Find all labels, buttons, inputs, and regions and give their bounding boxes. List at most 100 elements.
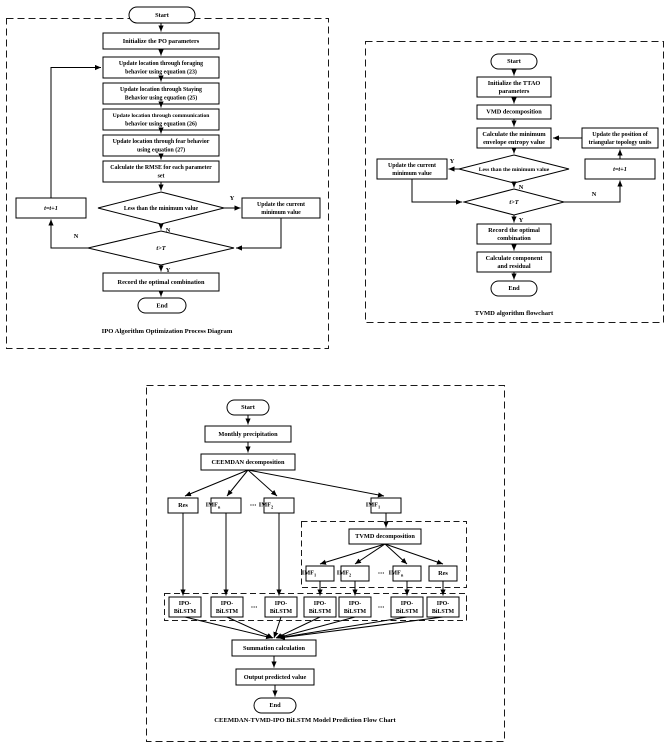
model-ceemdan-out-0-label: Res [178,502,188,509]
ipo-staying-label-line2: Behavior using equation (25) [125,94,197,101]
ipo-foraging-label-line2: behavior using equation (23) [125,68,197,75]
tvmd-initialize-label-line1: Initialize the TTAO [488,80,541,87]
ipo-communication-label-line2: behavior using equation (26) [125,120,197,127]
ipo-end-label: End [156,302,168,309]
tvmd-edge-label-y-iter: Y [519,217,524,224]
model-edge-ceemdan-out-3 [247,469,278,497]
ipo-initialize-label: Initialize the PO parameters [123,38,200,45]
tvmd-decision-less-than-minimum-label: Less than the minimum value [479,167,550,173]
model-output-label: Output predicted value [244,674,307,681]
tvmd-end-label: End [508,285,520,292]
tvmd-panel-caption: TVMD algorithm flowchart [475,310,554,317]
model-tvmd-out-0-label: IMF1 [302,570,316,578]
model-tvmd-out-4-label: Res [438,570,448,577]
tvmd-edge-label-n-min: N [519,184,524,191]
model-ceemdan-label: CEEMDAN decomposition [212,459,285,466]
model-predictor-0-label-line1: IPO- [179,601,191,607]
ipo-update-minimum-label-line1: Update the current [257,202,305,208]
model-predictor-6-label-line1: IPO- [437,601,449,607]
tvmd-update-minimum-label-line1: Update the current [388,163,436,169]
tvmd-iteration-counter-label: t=t+1 [613,166,627,173]
ipo-edge-label-n-iter: N [74,233,79,240]
ipo-start-label: Start [155,12,170,19]
model-edge-predictor4-summation [276,616,356,639]
model-predictor-1-label-line1: IPO- [221,601,233,607]
model-edge-predictor2-summation [273,616,282,639]
ipo-rmse-label-line1: Calculate the RMSE for each parameter [110,165,212,171]
ipo-edge-label-y-min: Y [230,195,235,202]
model-ceemdan-output-row: Res IMFn ⋯ IMF2 IMF1 [167,497,402,514]
model-edge-predictor6-summation [278,616,444,640]
panel-tvmd-algorithm: Start Initialize the TTAO parameters VMD… [365,41,664,323]
model-tvmd-inner-dashed-border [301,521,467,588]
model-predictor-ellipsis-right: ⋯ [378,604,384,611]
ipo-decision-iteration-limit-label: t>T [156,245,166,252]
ipo-fear-label-line2: using equation (27) [137,146,185,153]
panel-model-prediction: Start Monthly precipitation CEEMDAN deco… [146,385,505,742]
ipo-panel-caption: IPO Algorithm Optimization Process Diagr… [102,328,233,335]
tvmd-update-minimum-label-line2: minimum value [392,171,432,177]
model-panel-caption: CEEMDAN-TVMD-IPO BiLSTM Model Prediction… [214,717,396,724]
model-tvmd-output-row: IMF1 IMF2 ⋯ IMFn Res [302,565,458,582]
tvmd-start-label: Start [507,58,522,65]
tvmd-update-position-label-line2: triangular topology units [589,140,652,146]
ipo-record-optimal-label: Record the optimal combination [118,279,205,286]
ipo-update-minimum-label-line2: minimum value [261,210,301,216]
model-summation-label: Summation calculation [243,645,306,652]
model-predictor-1-label-line2: BiLSTM [216,609,239,615]
tvmd-calculate-component-label-line2: and residual [497,263,531,270]
tvmd-edge-iter-no-counter [564,180,623,203]
model-edge-predictor5-summation [277,616,408,640]
ipo-start-terminator [128,6,196,24]
model-ceemdan-ellipsis: ⋯ [250,502,256,509]
tvmd-envelope-entropy-label-line2: envelope entropy value [483,139,545,146]
panel-tvmd-dashed-border [365,41,664,323]
ipo-edge-label-n-min: N [166,227,171,234]
tvmd-envelope-entropy-label-line1: Calculate the minimum [482,131,546,138]
model-tvmd-label: TVMD decomposition [355,533,415,540]
model-edge-tvmd-out-0 [319,543,386,565]
tvmd-update-position-label-line1: Update the position of [592,132,649,138]
model-end-label: End [269,702,281,709]
model-predictor-4-label-line2: BiLSTM [344,609,367,615]
panel-ipo-algorithm: Start Initialize the PO parameters Updat… [6,6,329,349]
ipo-foraging-label-line1: Update location through foraging [119,61,203,67]
tvmd-edge-label-y-min: Y [450,158,455,165]
model-tvmd-out-3-label: IMFn [389,570,404,578]
model-tvmd-out-1-label: IMF2 [337,570,351,578]
model-tvmd-ellipsis: ⋯ [378,570,384,577]
model-precipitation-label: Monthly precipitation [218,431,278,438]
model-predictor-dashed-border [164,593,467,621]
model-predictor-row: IPO- BiLSTM IPO- BiLSTM ⋯ IPO- BiLSTM IP… [168,596,460,618]
model-edge-ceemdan-out-4 [247,469,385,498]
ipo-communication-label-line1: Update location through communication [113,113,211,119]
model-edge-tvmd-out-3 [384,543,408,565]
panel-model-dashed-border [146,385,505,742]
tvmd-decision-iteration-limit-label: t>T [509,199,519,206]
ipo-rmse-label-line2: set [158,173,165,179]
model-ceemdan-out-1-label: IMFn [206,502,221,510]
ipo-edge-label-y-iter: Y [166,267,171,274]
model-predictor-0-label-line2: BiLSTM [174,609,197,615]
model-ceemdan-out-3-label: IMF2 [259,502,273,510]
model-predictor-2-label-line1: IPO- [275,601,287,607]
tvmd-record-optimal-label-line1: Record the optimal [488,227,540,234]
tvmd-record-optimal-label-line2: combination [497,235,531,242]
model-predictor-4-label-line1: IPO- [349,601,361,607]
ipo-end-terminator [137,297,187,314]
ipo-edge-iter-no-counter [48,219,88,249]
model-end-terminator [253,697,297,714]
model-predictor-5-label-line1: IPO- [401,601,413,607]
ipo-edge-update-to-iter [236,218,282,251]
model-edge-predictor1-summation [226,616,274,639]
model-predictor-3-label-line2: BiLSTM [309,609,332,615]
tvmd-end-terminator [490,280,538,297]
model-edge-ceemdan-out-1 [226,469,249,497]
model-predictor-6-label-line2: BiLSTM [432,609,455,615]
tvmd-calculate-component-label-line1: Calculate component [486,255,544,262]
tvmd-vmd-label: VMD decomposition [486,108,542,115]
tvmd-initialize-label-line2: parameters [499,88,530,95]
model-predictor-5-label-line2: BiLSTM [396,609,419,615]
